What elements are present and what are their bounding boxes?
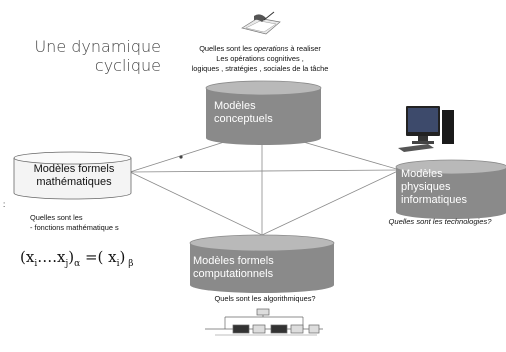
top-question: Quelles sont les operations à realiser L…	[160, 44, 360, 74]
computer-icon	[398, 106, 454, 152]
line-comput-math	[129, 171, 263, 236]
label-physique: Modèles physiques informatiques	[401, 168, 467, 207]
formula-close: )	[68, 248, 75, 266]
top-question-suffix: à realiser	[288, 44, 321, 53]
cylinder-conceptuel	[205, 80, 322, 145]
cylinder-computationnel	[189, 234, 335, 293]
left-question: Quelles sont les - fonctions mathématiqu…	[30, 213, 190, 233]
label-computationnel-line-2: computationnels	[193, 268, 274, 280]
label-physique-line-2: physiques	[401, 181, 451, 193]
label-mathematique-line-1: Modèles formels	[33, 163, 115, 175]
label-mathematique-line-2: mathématiques	[36, 176, 112, 188]
book-hand-icon	[241, 11, 281, 35]
label-physique-line-3: informatiques	[401, 194, 468, 206]
formula-part-a: (x	[20, 248, 35, 266]
right-question: Quelles sont les technologies?	[388, 217, 492, 226]
top-question-emphasis: operations	[253, 44, 289, 53]
left-question-line-1: Quelles sont les	[30, 213, 83, 222]
formula-sub-i2: i	[116, 259, 120, 269]
dot-marker	[179, 155, 183, 159]
colon-mark: :	[3, 200, 6, 209]
cylinder-mathematique	[13, 151, 132, 200]
line-physique-comput	[261, 169, 401, 236]
top-question-line-3: logiques , stratégies , sociales de la t…	[191, 64, 329, 73]
label-computationnel-line-1: Modèles formels	[193, 255, 274, 267]
formula-close-2: )	[119, 248, 126, 266]
formula: (xi….xj)α =( xi) β	[20, 248, 133, 269]
title-line-2: cyclique	[94, 56, 161, 75]
label-computationnel: Modèles formels computationnels	[193, 255, 274, 281]
page-title: Une dynamique cyclique	[1, 37, 161, 75]
top-question-prefix: Quelles sont les	[199, 44, 254, 53]
formula-sub-beta: β	[125, 259, 134, 269]
title-line-1: Une dynamique	[34, 37, 161, 56]
label-conceptuel: Modèles conceptuels	[214, 100, 273, 126]
top-question-line-2: Les opérations cognitives ,	[216, 54, 304, 63]
formula-sub-i: i	[34, 259, 38, 269]
label-physique-line-1: Modèles	[401, 168, 443, 180]
label-conceptuel-line-1: Modèles	[214, 100, 256, 112]
label-mathematique: Modèles formels mathématiques	[18, 163, 130, 189]
line-math-physique	[129, 169, 401, 173]
formula-dots: ….x	[37, 248, 66, 266]
formula-sub-j: j	[65, 259, 69, 269]
formula-sub-alpha: α	[74, 259, 81, 269]
bottom-question: Quels sont les algorithmiques?	[214, 294, 316, 303]
circuit-diagram-icon	[205, 308, 323, 336]
formula-eq: =( x	[80, 248, 117, 266]
top-question-line-1: Quelles sont les operations à realiser	[160, 44, 360, 54]
label-conceptuel-line-2: conceptuels	[214, 113, 273, 125]
left-question-line-2: - fonctions mathématique s	[30, 223, 119, 232]
cylinder-physique	[395, 159, 506, 219]
